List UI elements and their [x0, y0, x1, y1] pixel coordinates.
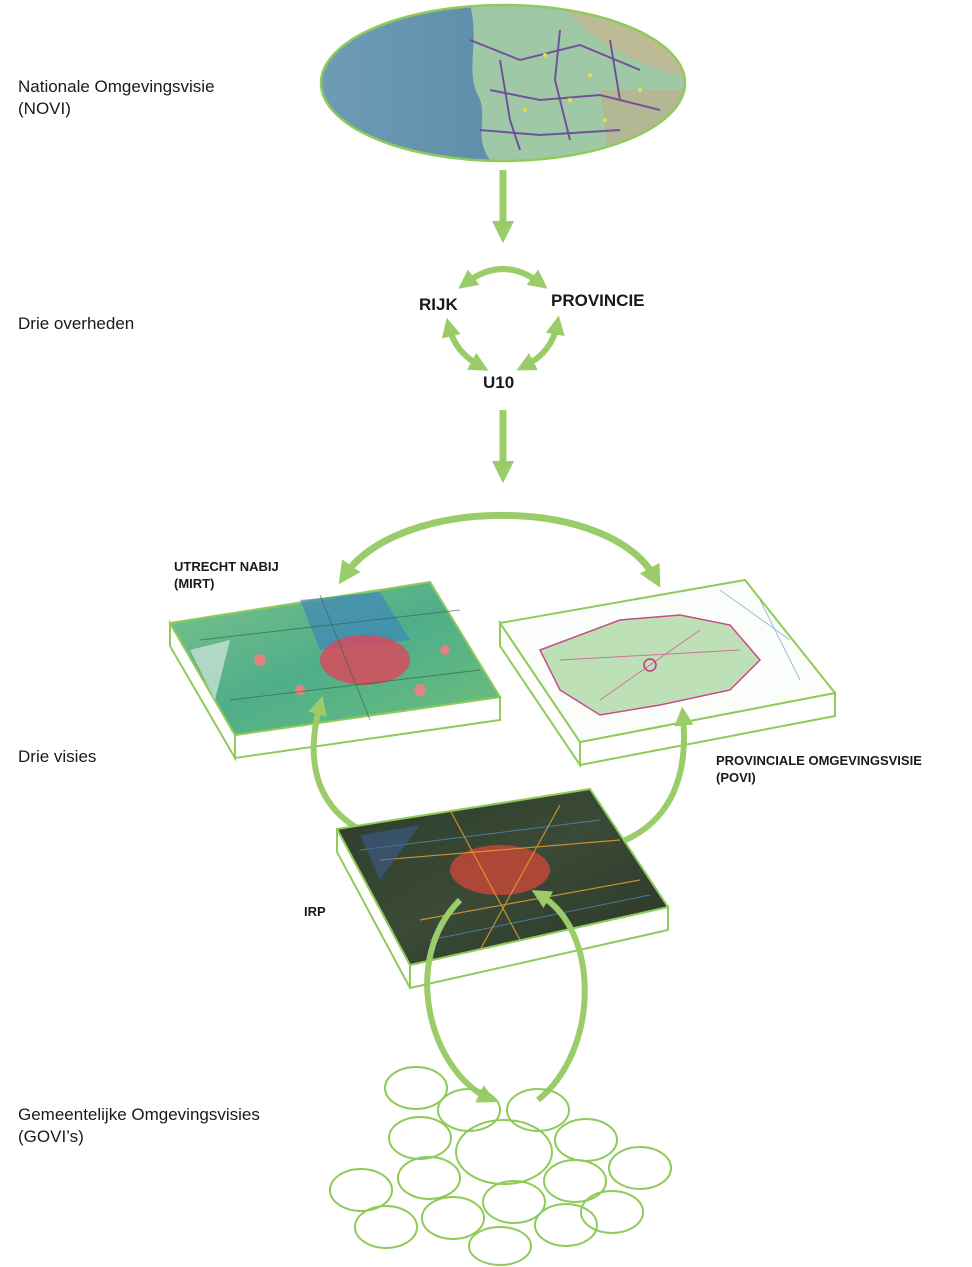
label-mirt-line1: UTRECHT NABIJ	[174, 559, 279, 574]
label-irp: IRP	[304, 904, 326, 919]
label-novi-line1: Nationale Omgevingsvisie	[18, 77, 215, 96]
govi-ellipse	[329, 1168, 393, 1212]
govi-ellipse	[388, 1116, 452, 1160]
irp-map	[335, 787, 670, 990]
govi-ellipse	[397, 1156, 461, 1200]
govi-ellipse	[554, 1118, 618, 1162]
govi-ellipse	[608, 1146, 672, 1190]
govi-ellipse	[506, 1088, 570, 1132]
label-drie-visies: Drie visies	[18, 747, 97, 766]
label-u10: U10	[483, 373, 515, 392]
label-provincie: PROVINCIE	[551, 291, 645, 310]
label-novi-line2: (NOVI)	[18, 99, 71, 118]
label-povi: PROVINCIALE OMGEVINGSVISIE (POVI)	[716, 752, 922, 786]
label-novi: Nationale Omgevingsvisie (NOVI)	[18, 76, 215, 120]
govi-ellipse	[384, 1066, 448, 1110]
govi-ellipses	[329, 1066, 672, 1266]
arrow-povi-irp	[602, 706, 694, 852]
arrow-rijk-provincie	[458, 266, 548, 289]
arrow-provincie-u10	[516, 315, 565, 371]
label-mirt-line2: (MIRT)	[174, 576, 215, 591]
govi-ellipse	[468, 1226, 532, 1266]
govi-ellipse	[482, 1180, 546, 1224]
govi-ellipse	[354, 1205, 418, 1249]
arrow-rijk-u10	[441, 317, 489, 371]
label-rijk: RIJK	[419, 295, 458, 314]
arrow-irp-govi-down	[424, 897, 497, 1103]
mirt-map	[168, 580, 502, 762]
govi-ellipse	[455, 1119, 553, 1185]
povi-map	[498, 578, 837, 769]
govi-ellipse	[534, 1203, 598, 1247]
label-povi-line1: PROVINCIALE OMGEVINGSVISIE	[716, 753, 922, 768]
arrow-govi-irp-up	[531, 890, 588, 1103]
novi-map	[319, 3, 687, 163]
label-mirt: UTRECHT NABIJ (MIRT)	[174, 558, 279, 592]
label-govi-line1: Gemeentelijke Omgevingsvisies	[18, 1105, 260, 1124]
label-drie-overheden: Drie overheden	[18, 314, 135, 333]
label-povi-line2: (POVI)	[716, 770, 756, 785]
govi-ellipse	[421, 1196, 485, 1240]
label-govi: Gemeentelijke Omgevingsvisies (GOVI’s)	[18, 1104, 260, 1148]
govi-ellipse	[437, 1088, 501, 1132]
arrow-mirt-povi	[338, 511, 661, 588]
govi-ellipse	[543, 1159, 607, 1203]
label-govi-line2: (GOVI’s)	[18, 1127, 84, 1146]
govi-ellipse	[580, 1190, 644, 1234]
